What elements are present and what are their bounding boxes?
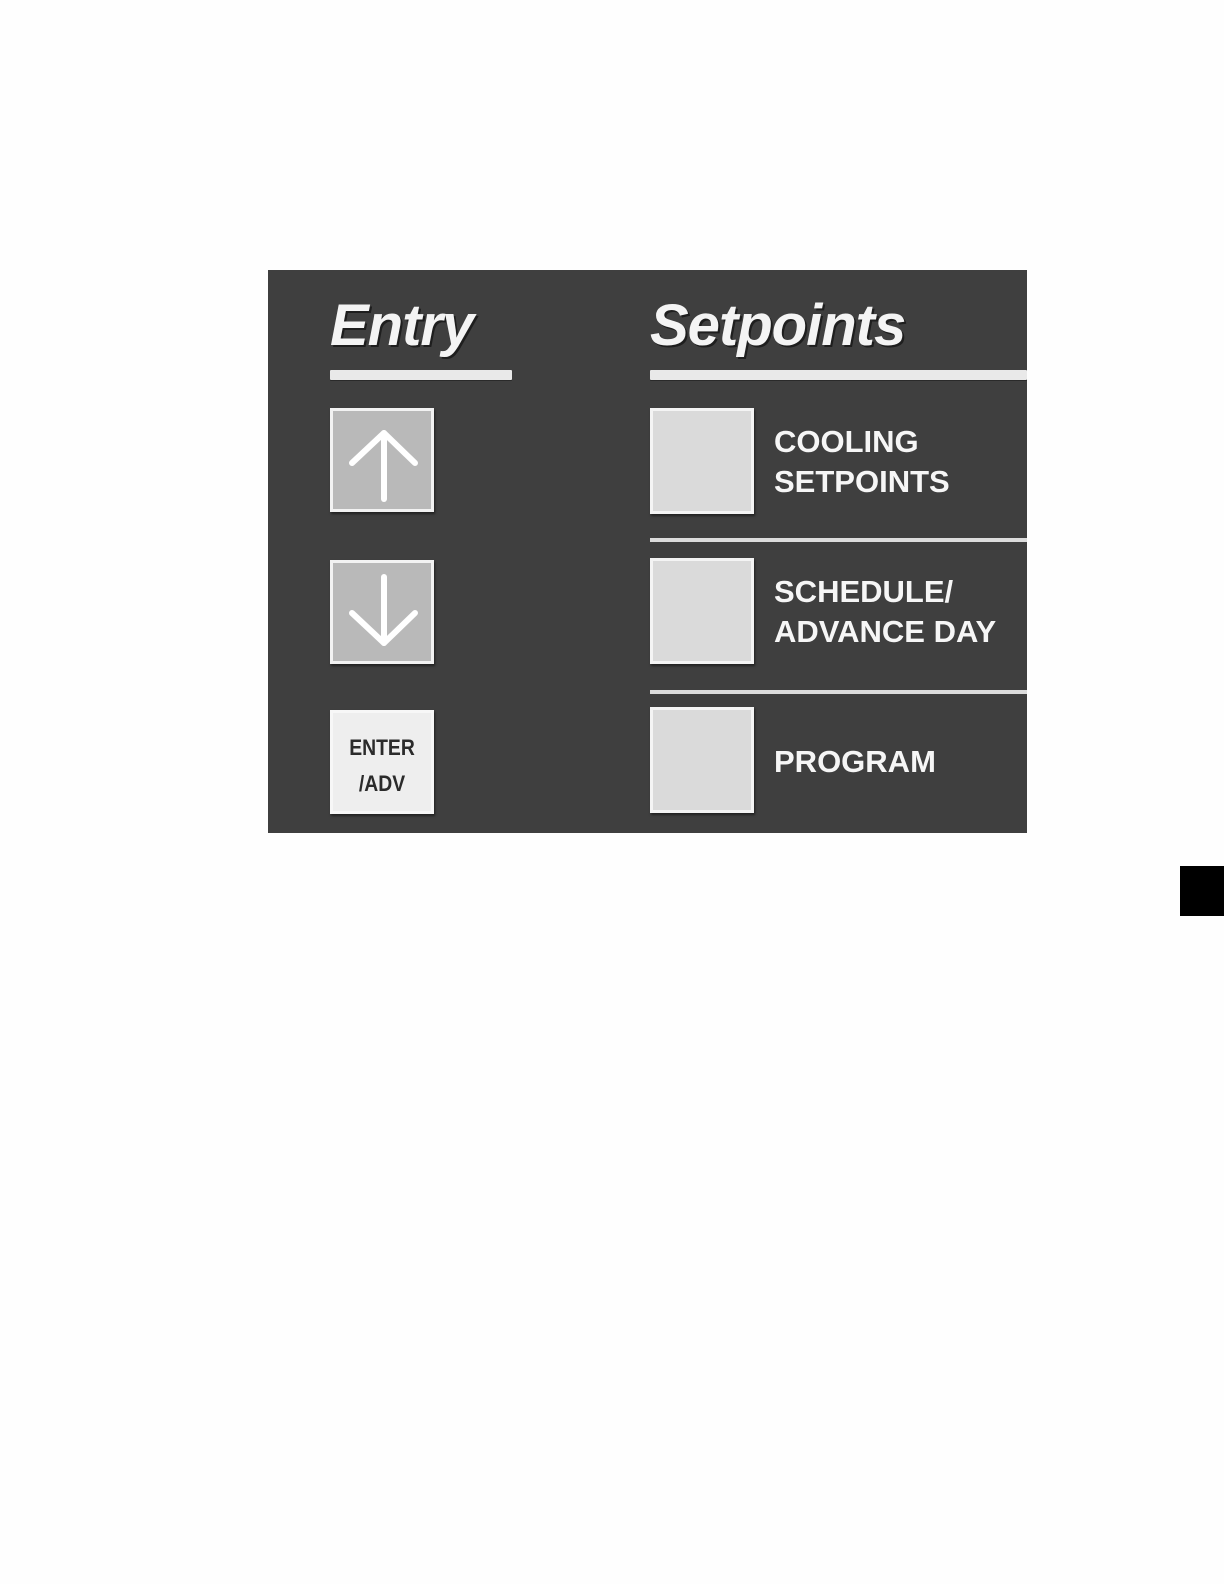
cooling-setpoints-button[interactable] (650, 408, 754, 514)
down-arrow-button[interactable] (330, 560, 434, 664)
cooling-setpoints-label: COOLING SETPOINTS (774, 422, 950, 502)
arrow-up-icon (333, 411, 431, 509)
cooling-setpoints-label-line1: COOLING (774, 422, 950, 462)
program-label-line1: PROGRAM (774, 742, 936, 782)
schedule-label-line1: SCHEDULE/ (774, 572, 996, 612)
schedule-label-line2: ADVANCE DAY (774, 612, 996, 652)
enter-adv-button[interactable]: ENTER /ADV (330, 710, 434, 814)
adv-label: /ADV (339, 771, 425, 797)
schedule-advance-day-button[interactable] (650, 558, 754, 664)
enter-label: ENTER (339, 735, 425, 761)
keypad-panel: Entry ENTER /ADV Setpoints COOLING SETPO… (268, 270, 1027, 833)
entry-heading: Entry (330, 290, 473, 362)
setpoints-divider (650, 538, 1027, 542)
program-button[interactable] (650, 707, 754, 813)
schedule-advance-day-label: SCHEDULE/ ADVANCE DAY (774, 572, 996, 652)
entry-heading-rule (330, 370, 512, 380)
setpoints-divider (650, 690, 1027, 694)
setpoints-heading: Setpoints (650, 290, 905, 362)
section-tab-marker (1180, 866, 1224, 916)
program-label: PROGRAM (774, 742, 936, 782)
up-arrow-button[interactable] (330, 408, 434, 512)
cooling-setpoints-label-line2: SETPOINTS (774, 462, 950, 502)
arrow-down-icon (333, 563, 431, 661)
setpoints-heading-rule (650, 370, 1027, 380)
